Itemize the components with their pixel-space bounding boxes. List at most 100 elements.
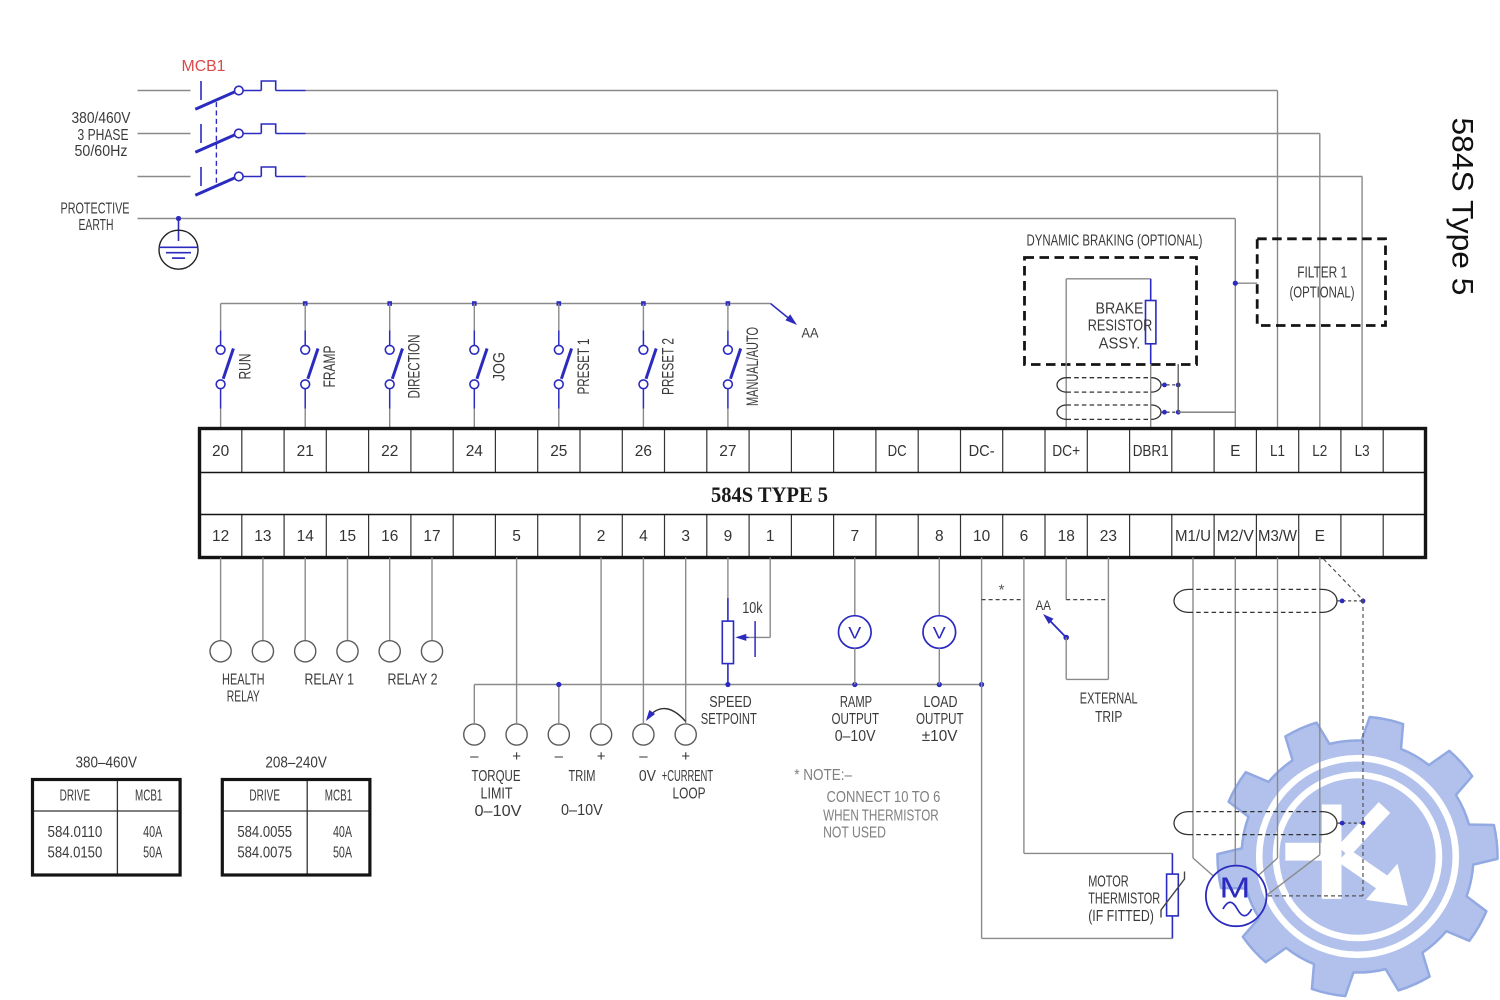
svg-text:584S TYPE 5: 584S TYPE 5 (711, 482, 828, 507)
svg-text:18: 18 (1058, 528, 1075, 545)
svg-text:21: 21 (297, 443, 314, 460)
svg-text:40A: 40A (333, 824, 353, 841)
svg-text:2: 2 (597, 528, 606, 545)
svg-text:RAMP: RAMP (840, 694, 872, 711)
svg-text:27: 27 (719, 443, 736, 460)
svg-text:OUTPUT: OUTPUT (916, 711, 964, 728)
svg-text:L2: L2 (1312, 443, 1327, 460)
svg-text:DYNAMIC BRAKING (OPTIONAL): DYNAMIC BRAKING (OPTIONAL) (1027, 233, 1203, 250)
svg-text:+CURRENT: +CURRENT (662, 768, 714, 785)
svg-text:7: 7 (850, 528, 859, 545)
svg-text:–: – (470, 748, 479, 765)
svg-text:±10V: ±10V (922, 728, 958, 745)
svg-text:THERMISTOR: THERMISTOR (1088, 891, 1160, 908)
svg-text:DRIVE: DRIVE (60, 788, 91, 805)
svg-text:HEALTH: HEALTH (222, 672, 265, 689)
svg-text:0–10V: 0–10V (475, 803, 523, 820)
svg-text:208–240V: 208–240V (265, 755, 327, 772)
svg-text:380/460V: 380/460V (72, 110, 132, 127)
svg-text:SETPOINT: SETPOINT (701, 711, 757, 728)
svg-text:+: + (512, 748, 521, 765)
svg-text:FRAMP: FRAMP (321, 346, 339, 388)
svg-text:17: 17 (423, 528, 440, 545)
svg-text:3 PHASE: 3 PHASE (78, 127, 129, 144)
svg-text:15: 15 (339, 528, 356, 545)
svg-text:MCB1: MCB1 (325, 788, 352, 805)
svg-text:22: 22 (381, 443, 398, 460)
svg-text:OUTPUT: OUTPUT (832, 711, 880, 728)
svg-text:E: E (1315, 528, 1325, 545)
svg-text:14: 14 (297, 528, 315, 545)
svg-text:L3: L3 (1355, 443, 1370, 460)
svg-text:RELAY 1: RELAY 1 (305, 672, 354, 689)
svg-text:LOAD: LOAD (924, 694, 958, 711)
svg-text:6: 6 (1020, 528, 1029, 545)
svg-text:M1/U: M1/U (1175, 528, 1211, 545)
svg-text:AA: AA (802, 325, 820, 341)
svg-text:16: 16 (381, 528, 398, 545)
svg-text:MCB1: MCB1 (135, 788, 162, 805)
svg-text:SPEED: SPEED (709, 694, 752, 711)
svg-text:0V: 0V (639, 768, 657, 785)
svg-text:WHEN THERMISTOR: WHEN THERMISTOR (823, 808, 939, 825)
svg-text:(IF FITTED): (IF FITTED) (1088, 908, 1154, 925)
svg-text:M: M (1219, 873, 1250, 905)
svg-text:50/60Hz: 50/60Hz (75, 143, 128, 160)
svg-text:FILTER 1: FILTER 1 (1297, 265, 1347, 282)
svg-text:V: V (848, 624, 862, 643)
svg-text:JOG: JOG (490, 352, 508, 381)
svg-text:TRIM: TRIM (569, 768, 596, 785)
svg-text:CONNECT 10 TO 6: CONNECT 10 TO 6 (827, 789, 941, 806)
svg-text:0–10V: 0–10V (561, 802, 603, 819)
svg-text:L1: L1 (1270, 443, 1285, 460)
svg-text:+: + (597, 748, 606, 765)
svg-text:(OPTIONAL): (OPTIONAL) (1290, 285, 1355, 302)
svg-text:* NOTE:–: * NOTE:– (794, 767, 852, 784)
svg-text:9: 9 (724, 528, 733, 545)
svg-text:TORQUE: TORQUE (472, 768, 521, 785)
svg-text:–: – (555, 748, 564, 765)
svg-text:BRAKE: BRAKE (1096, 301, 1144, 318)
svg-text:M2/V: M2/V (1217, 528, 1255, 545)
svg-text:*: * (999, 582, 1005, 599)
svg-text:RESISTOR: RESISTOR (1088, 318, 1152, 335)
svg-text:50A: 50A (333, 845, 353, 862)
svg-text:10k: 10k (742, 600, 763, 617)
svg-text:DBR1: DBR1 (1133, 443, 1169, 460)
svg-text:4: 4 (639, 528, 648, 545)
svg-text:0–10V: 0–10V (835, 728, 876, 745)
svg-text:DRIVE: DRIVE (249, 788, 280, 805)
svg-text:8: 8 (935, 528, 944, 545)
svg-text:ASSY.: ASSY. (1099, 336, 1141, 353)
svg-text:RUN: RUN (237, 354, 255, 380)
svg-text:EARTH: EARTH (79, 217, 114, 234)
svg-text:–: – (639, 748, 648, 765)
svg-text:25: 25 (550, 443, 567, 460)
svg-text:40A: 40A (143, 824, 163, 841)
svg-text:AA: AA (1036, 598, 1051, 613)
svg-text:50A: 50A (143, 845, 163, 862)
svg-text:584.0055: 584.0055 (237, 824, 292, 841)
svg-text:380–460V: 380–460V (76, 755, 138, 772)
svg-text:3: 3 (681, 528, 690, 545)
svg-text:584.0150: 584.0150 (48, 845, 103, 862)
svg-text:20: 20 (212, 443, 230, 460)
svg-text:TRIP: TRIP (1095, 709, 1122, 726)
svg-text:1: 1 (766, 528, 775, 545)
svg-text:584S Type 5: 584S Type 5 (1446, 118, 1479, 296)
svg-text:RELAY: RELAY (227, 689, 260, 706)
svg-text:LIMIT: LIMIT (481, 786, 513, 803)
svg-text:24: 24 (466, 443, 484, 460)
svg-text:MOTOR: MOTOR (1088, 874, 1129, 891)
svg-text:PROTECTIVE: PROTECTIVE (61, 201, 130, 218)
svg-text:PRESET 2: PRESET 2 (659, 338, 677, 395)
svg-text:DC+: DC+ (1052, 443, 1080, 460)
svg-text:DC-: DC- (969, 443, 995, 460)
svg-text:+: + (681, 748, 690, 765)
svg-text:LOOP: LOOP (673, 786, 706, 803)
svg-text:584.0110: 584.0110 (48, 824, 103, 841)
svg-text:DIRECTION: DIRECTION (406, 335, 424, 399)
svg-text:MCB1: MCB1 (182, 58, 226, 75)
svg-text:12: 12 (212, 528, 229, 545)
svg-text:RELAY 2: RELAY 2 (388, 672, 438, 689)
